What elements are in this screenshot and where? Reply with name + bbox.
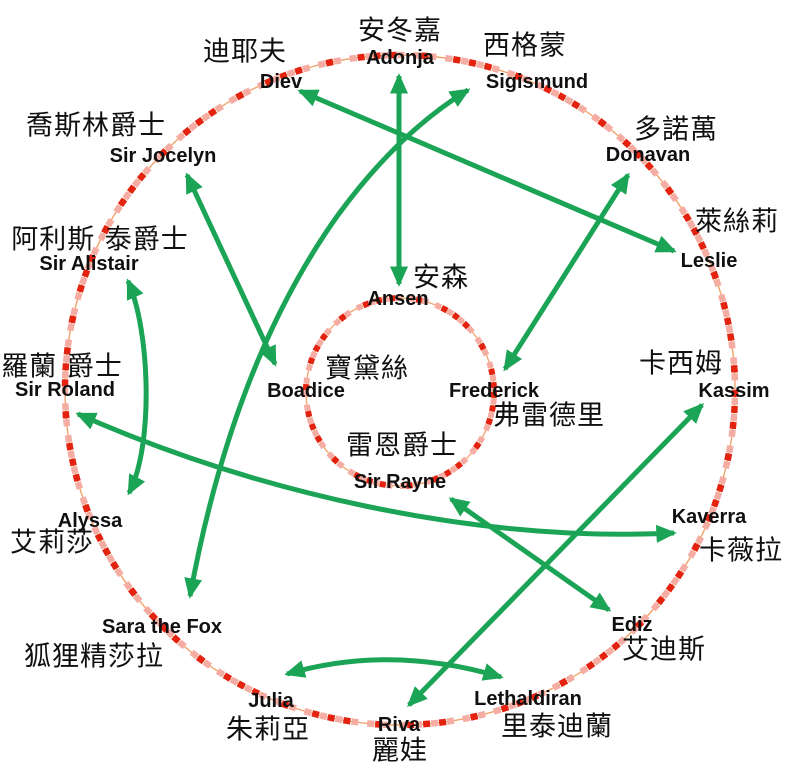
- edge-julia-lethaldiran: [284, 657, 504, 681]
- label-alyssa-zh: 艾莉莎: [10, 527, 94, 559]
- label-donavan-zh: 多諾萬: [634, 114, 718, 146]
- label-adonja-zh: 安冬嘉: [358, 15, 442, 47]
- label-alistair-en: Sir Alistair: [39, 253, 139, 275]
- label-ediz-zh: 艾迪斯: [622, 634, 706, 666]
- edge-donavan-frederick: [502, 172, 631, 372]
- label-roland-en: Sir Roland: [14, 379, 116, 401]
- label-jocelyn-zh: 喬斯林爵士: [26, 110, 166, 142]
- label-kassim-zh: 卡西姆: [639, 348, 723, 380]
- label-boadice-en: Boadice: [267, 380, 345, 402]
- label-ediz-en: Ediz: [611, 614, 653, 636]
- label-kaverra-en: Kaverra: [671, 506, 747, 528]
- label-ansen-zh: 安森: [413, 262, 469, 294]
- label-lethaldiran-zh: 里泰迪蘭: [501, 711, 613, 743]
- label-roland-zh: 羅蘭 爵士: [1, 351, 123, 383]
- label-frederick-zh: 弗雷德里: [493, 400, 605, 432]
- label-jocelyn-en: Sir Jocelyn: [109, 145, 217, 167]
- edge-alistair-alyssa: [125, 278, 149, 496]
- label-sigismund-en: Sigismund: [485, 71, 589, 93]
- label-alyssa-en: Alyssa: [57, 510, 123, 532]
- label-riva-en: Riva: [377, 714, 421, 736]
- label-donavan-en: Donavan: [605, 144, 691, 166]
- label-sara-zh: 狐狸精莎拉: [24, 641, 164, 673]
- edge-sigismund-sara: [184, 87, 471, 599]
- label-ansen-en: Ansen: [367, 288, 429, 310]
- label-kaverra-zh: 卡薇拉: [699, 535, 783, 567]
- label-adonja-en: Adonja: [366, 47, 434, 69]
- edge-jocelyn-boadice: [184, 172, 278, 367]
- label-lethaldiran-en: Lethaldiran: [474, 688, 582, 710]
- label-boadice-zh: 寶黛絲: [325, 353, 409, 385]
- label-frederick-en: Frederick: [448, 380, 540, 402]
- label-riva-zh: 麗娃: [372, 735, 428, 767]
- label-diev-zh: 迪耶夫: [203, 36, 287, 68]
- label-kassim-en: Kassim: [698, 380, 770, 402]
- label-rayne-zh: 雷恩爵士: [346, 430, 458, 462]
- label-leslie-en: Leslie: [680, 250, 738, 272]
- label-sigismund-zh: 西格蒙: [483, 30, 567, 62]
- label-sara-en: Sara the Fox: [101, 616, 223, 638]
- label-alistair-zh: 阿利斯 泰爵士: [11, 224, 189, 256]
- edge-diev-leslie: [297, 88, 677, 254]
- label-julia-zh: 朱莉亞: [226, 714, 310, 746]
- label-leslie-zh: 萊絲莉: [695, 206, 779, 238]
- label-rayne-en: Sir Rayne: [353, 471, 447, 493]
- outer-circle: [61, 51, 739, 729]
- edge-rayne-ediz: [448, 496, 612, 613]
- label-diev-en: Diev: [259, 71, 303, 93]
- label-julia-en: Julia: [248, 690, 294, 712]
